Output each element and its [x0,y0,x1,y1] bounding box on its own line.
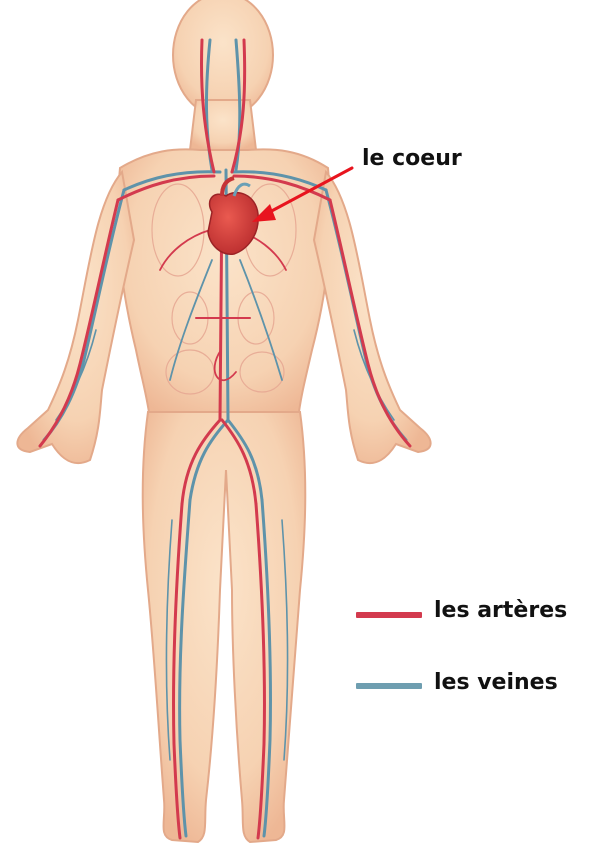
legend-swatch-veins [356,683,422,689]
legend-label-veins: les veines [434,670,558,695]
legend-swatch-arteries [356,612,422,618]
heart-label: le coeur [362,146,462,171]
legend-label-arteries: les artères [434,598,567,623]
